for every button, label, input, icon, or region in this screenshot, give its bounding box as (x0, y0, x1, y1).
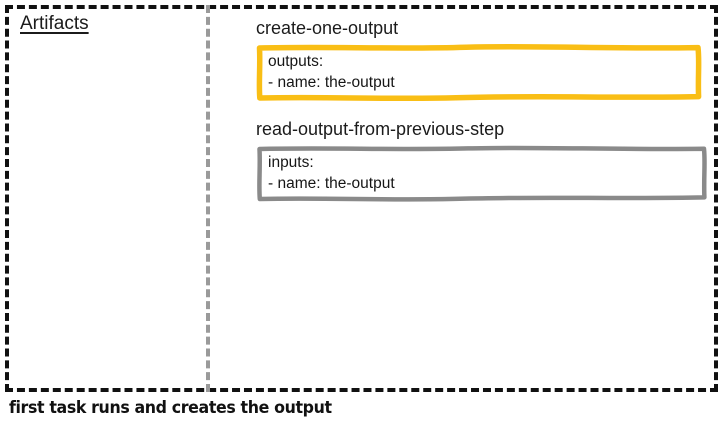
step-block-create-one-output: create-one-output outputs: - name: the-o… (256, 17, 702, 102)
artifacts-panel: Artifacts (5, 5, 206, 392)
step-title: create-one-output (256, 18, 399, 38)
step-code-text: outputs: - name: the-output (268, 53, 395, 91)
artifacts-title: Artifacts (20, 13, 89, 34)
diagram-caption: first task runs and creates the output (9, 398, 332, 418)
step-code-box-outputs: outputs: - name: the-output (256, 43, 702, 102)
column-divider (206, 5, 210, 392)
step-title: read-output-from-previous-step (256, 119, 505, 139)
step-code-text: inputs: - name: the-output (268, 154, 395, 192)
steps-panel: create-one-output outputs: - name: the-o… (210, 5, 719, 392)
step-code-box-inputs: inputs: - name: the-output (256, 144, 708, 202)
step-block-read-output-from-previous-step: read-output-from-previous-step inputs: -… (256, 118, 708, 202)
